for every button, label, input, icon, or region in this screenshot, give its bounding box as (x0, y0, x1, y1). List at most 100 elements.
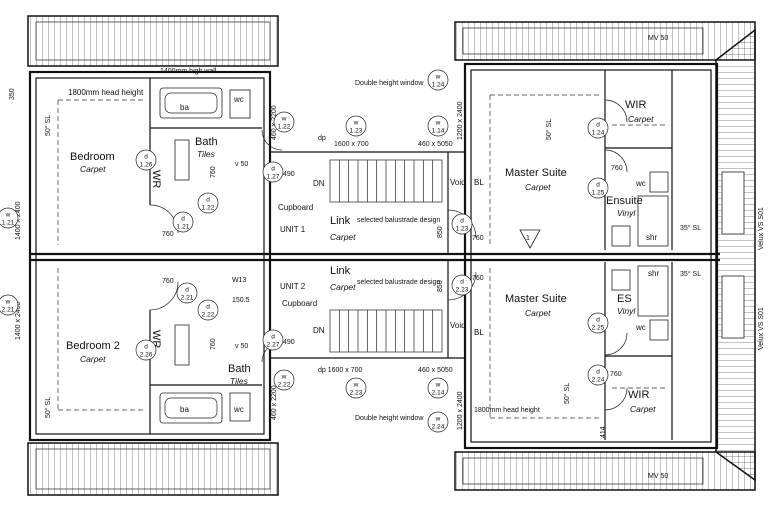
tag-circle (135, 149, 157, 171)
tag-circle (197, 192, 219, 214)
vanity-unit2 (174, 324, 190, 366)
slope-50-u2-right: 50° SL (563, 383, 571, 404)
shr-label-u2: shr (648, 269, 659, 278)
ensuite-label-u1: Ensuite (606, 195, 643, 207)
v50-label-u2: v 50 (235, 343, 248, 350)
wc-ensuite-label-u2: wc (635, 323, 646, 332)
w13-label: W13 (232, 277, 247, 284)
slope-50-u2-left: 50° SL (44, 397, 52, 418)
tag-circle (345, 377, 367, 399)
tag-type: w (281, 116, 287, 123)
tag-type: w (281, 374, 287, 381)
velux-window-2 (721, 275, 745, 339)
tag-circle (172, 211, 194, 233)
dim-760-u1b: 760 (210, 166, 217, 178)
tag-d221: d2.21 (176, 282, 198, 304)
wir-finish-u1: Carpet (628, 114, 654, 124)
dim-760-u2d: 760 (610, 371, 622, 378)
door-window-tags: d1.26d1.21d1.22w1.21w1.22d1.27w1.23w1.14… (0, 69, 609, 433)
roof-bottom-left (27, 442, 279, 496)
section-marker: 1 (519, 229, 541, 249)
tag-d226: d2.26 (135, 339, 157, 361)
balustrade-label-u2: selected balustrade design (357, 279, 440, 286)
stair-unit2 (329, 309, 443, 353)
dim-1400x2400-u1: 1400 x 2400 (15, 201, 22, 240)
mv-label-u1: MV 50 (648, 35, 668, 42)
toilet-unit1 (229, 89, 251, 119)
tag-w214: w2.14 (427, 377, 449, 399)
link-finish-u2: Carpet (330, 282, 356, 292)
roof-bottom-right (454, 451, 756, 491)
tag-type: w (435, 74, 441, 81)
dim-414-u2: 414 (600, 426, 607, 438)
tag-number: 2.23 (456, 287, 469, 294)
tag-circle (427, 411, 449, 433)
dim-760-u1d: 760 (611, 165, 623, 172)
bath-label-u1: Bath (195, 136, 218, 148)
tag-d125: d1.25 (587, 177, 609, 199)
tag-circle (587, 177, 609, 199)
velux-label-u1: Velux VS S01 (758, 207, 765, 250)
tag-d127: d1.27 (262, 161, 284, 183)
shower-unit2 (637, 265, 669, 317)
shower-unit1 (637, 195, 669, 247)
link-label-u2: Link (330, 265, 351, 277)
tag-number: 1.22 (202, 205, 215, 212)
tag-number: 2.21 (181, 295, 194, 302)
bedroom-finish-u2: Carpet (80, 354, 106, 364)
dim-490-u1: 490 (283, 171, 295, 178)
dp-label-u1: dp (318, 135, 326, 142)
dim-350-u1: 350 (9, 88, 16, 100)
wc-ensuite-label-u1: wc (635, 179, 646, 188)
labels-unit1: 1400mm high wall 1800mm head height Bedr… (9, 35, 765, 250)
dim-850-u2: 850 (437, 280, 444, 292)
tag-number: 2.23 (350, 390, 363, 397)
roof-top-left (27, 15, 279, 67)
tag-d122: d1.22 (197, 192, 219, 214)
tag-type: w (435, 120, 441, 127)
bathtub-unit2 (159, 392, 223, 424)
tag-number: 2.22 (278, 382, 291, 389)
tag-circle (0, 207, 19, 229)
tag-number: 1.23 (456, 226, 469, 233)
link-label-u1: Link (330, 215, 351, 227)
tag-type: d (206, 304, 210, 311)
tag-type: d (596, 182, 600, 189)
wr-label-u1: WR (150, 170, 162, 188)
bath-label-u2: Bath (228, 363, 251, 375)
toilet-ensuite2 (649, 319, 669, 341)
tag-type: w (435, 416, 441, 423)
tag-circle (427, 115, 449, 137)
wir-finish-u2: Carpet (630, 404, 656, 414)
tag-number: 1.25 (592, 190, 605, 197)
tag-circle (427, 69, 449, 91)
walls (28, 62, 720, 450)
roof-top-right (454, 21, 756, 61)
slope-35-u2: 35° SL (680, 270, 701, 278)
head-height-label-u1: 1800mm head height (68, 88, 144, 97)
master-suite-label-u1: Master Suite (505, 167, 567, 179)
link-finish-u1: Carpet (330, 232, 356, 242)
tag-number: 1.26 (140, 162, 153, 169)
dim-460x5050-u1: 460 x 5050 (418, 141, 453, 148)
tag-circle (587, 312, 609, 334)
tag-number: 1.23 (350, 128, 363, 135)
double-height-window-u2: Double height window (355, 415, 424, 422)
vanity-ensuite1 (611, 225, 631, 247)
tag-circle (345, 115, 367, 137)
tag-number: 2.21 (2, 307, 15, 314)
dim-760-u1a: 760 (162, 231, 174, 238)
tag-type: w (353, 120, 359, 127)
tag-type: d (144, 344, 148, 351)
wir-label-u1: WIR (625, 99, 646, 111)
tag-circle (587, 117, 609, 139)
tag-circle (197, 299, 219, 321)
master-suite-finish-u1: Carpet (525, 182, 551, 192)
dp-label-u2: dp 1600 x 700 (318, 367, 362, 374)
tag-circle (176, 282, 198, 304)
tag-type: d (460, 279, 464, 286)
dim-760-u2a: 760 (162, 278, 174, 285)
tag-d126: d1.26 (135, 149, 157, 171)
tag-type: d (271, 166, 275, 173)
